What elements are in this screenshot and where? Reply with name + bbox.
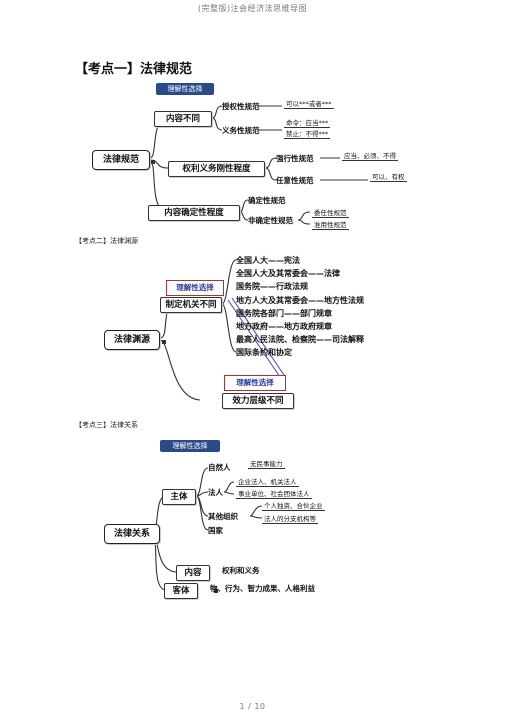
root-legal-source: 法律渊源	[104, 330, 160, 350]
source-item: 全国人大——宪法	[236, 256, 300, 265]
node-content-certainty: 内容确定性程度	[148, 205, 240, 221]
node-content: 内容	[176, 565, 210, 581]
section-title-3: 【考点三】法律关系	[75, 421, 138, 429]
note-natural-person: 无民事能力	[248, 460, 285, 469]
badge-understanding-2a: 理解性选择	[166, 280, 224, 296]
badge-understanding-1: 理解性选择	[156, 83, 214, 95]
note-delegated: 委任性规范	[312, 209, 349, 218]
node-making-body: 制定机关不同	[160, 297, 222, 313]
note-optional: 可以、有权	[370, 173, 407, 182]
note-legal-person-1: 企业法人、机关法人	[236, 478, 299, 487]
label-authorizing: 授权性规范	[222, 102, 260, 111]
note-content: 权利和义务	[222, 566, 260, 575]
source-item: 国际条约和协定	[236, 348, 292, 358]
label-obligatory: 义务性规范	[222, 126, 260, 135]
node-effect-level: 效力层级不同	[222, 393, 294, 409]
section-title-2: 【考点二】法律渊源	[75, 237, 138, 245]
source-item: 全国人大及其常委会——法律	[236, 269, 340, 279]
source-item: 最高人民法院、检察院——司法解释	[236, 335, 364, 345]
node-object: 客体	[164, 583, 198, 599]
label-mandatory: 强行性规范	[276, 154, 314, 163]
badge-understanding-3: 理解性选择	[160, 440, 220, 452]
label-definite: 确定性规范	[248, 196, 286, 205]
label-natural-person: 自然人	[208, 463, 231, 472]
label-indefinite: 非确定性规范	[248, 216, 293, 225]
root-legal-norm: 法律规范	[92, 150, 150, 170]
note-obligatory-prohibit: 禁止：不得***	[284, 130, 331, 139]
source-item: 地方政府——地方政府规章	[236, 322, 332, 331]
label-state: 国家	[208, 526, 223, 535]
label-other-org: 其他组织	[208, 512, 238, 521]
note-quasi: 准用性规范	[312, 221, 349, 230]
source-item: 地方人大及其常委会——地方性法规	[236, 295, 364, 305]
note-authorizing: 可以***或者***	[284, 100, 334, 109]
note-legal-person-2: 事业单位、社会团体法人	[236, 490, 312, 499]
node-rights-rigidity: 权利义务刚性程度	[168, 161, 265, 177]
page-header: (完整版)注会经济法思维导图	[197, 4, 308, 13]
node-content-diff: 内容不同	[154, 111, 212, 127]
node-subject: 主体	[162, 489, 196, 505]
note-object: 物、行为、智力成果、人格利益	[210, 584, 315, 593]
section-title-1: 【考点一】法律规范	[75, 62, 193, 77]
source-item: 国务院——行政法规	[236, 282, 308, 292]
root-legal-relation: 法律关系	[104, 524, 160, 544]
note-mandatory: 应当、必须、不得	[342, 152, 398, 161]
badge-understanding-2b: 理解性选择	[224, 375, 286, 391]
note-other-org-2: 法人的分支机构等	[262, 515, 318, 524]
source-item: 国务院各部门——部门规章	[236, 308, 332, 318]
label-legal-person: 法人	[208, 488, 223, 497]
label-optional: 任意性规范	[276, 176, 314, 185]
note-obligatory-command: 命令：应当***	[284, 119, 331, 128]
note-other-org-1: 个人独资、合伙企业	[262, 502, 325, 511]
page-footer: 1 / 10	[239, 702, 266, 711]
